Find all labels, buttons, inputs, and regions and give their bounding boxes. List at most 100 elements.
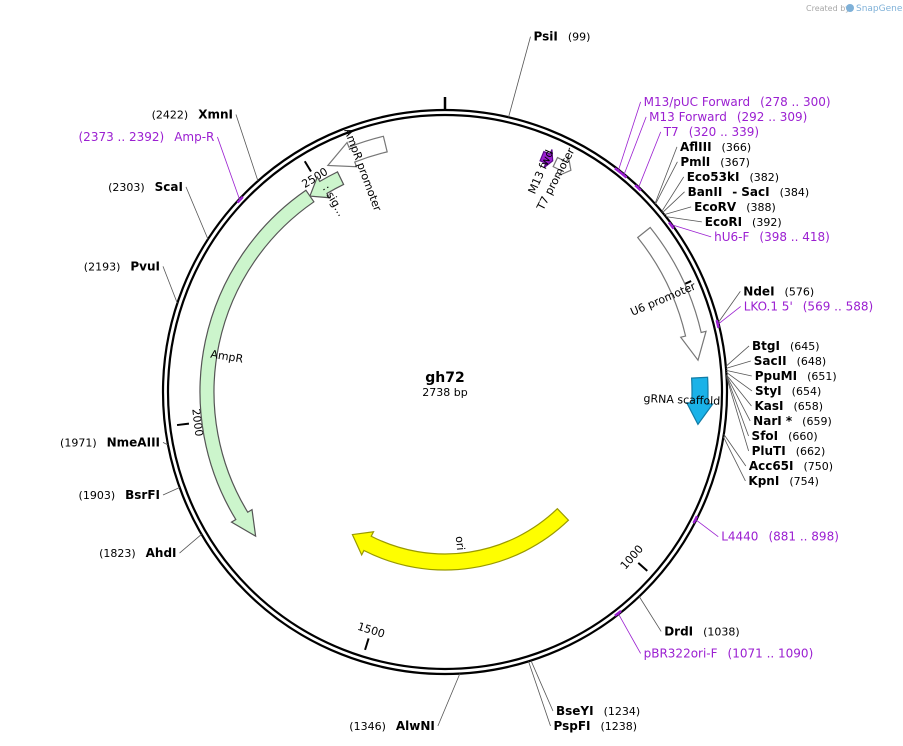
site-drdi-position: (1038) [703, 625, 740, 638]
site-xmni-name: XmnI [198, 108, 233, 122]
site-pluti-position: (662) [796, 445, 826, 458]
site-nmeaiii-leader [162, 442, 169, 446]
site-nari-position: (659) [802, 415, 832, 428]
site-eco53ki-position: (382) [749, 171, 779, 184]
feature-label-grna-scaffold: gRNA scaffold [643, 392, 720, 408]
site-sfoi-leader [726, 376, 749, 437]
site-afliii-position: (366) [722, 141, 752, 154]
site-eco53ki-name: Eco53kI [687, 170, 740, 184]
primer-l4440-leader [695, 519, 719, 537]
site-styi-name: StyI [755, 384, 782, 398]
site-ecori-name: EcoRI [705, 215, 742, 229]
primer-amp-r-marker [236, 196, 244, 204]
feature-m13-fwd [539, 149, 554, 169]
site-pspfi-leader [528, 661, 551, 727]
site-kpni-leader [723, 436, 746, 482]
tick-label-1000: 1000 [618, 542, 646, 572]
site-ecorv-leader [664, 206, 692, 215]
tick-label-1500: 1500 [356, 620, 387, 641]
feature-label-ori: ori [453, 536, 467, 551]
site-drdi-leader [638, 596, 662, 632]
site-xmni-position: (2422) [152, 109, 189, 122]
primer-m13-forward-name: M13 Forward [649, 110, 727, 124]
primer-pbr322ori-f-marker [614, 610, 622, 617]
backbone-inner-ring [166, 113, 724, 671]
primer-m13-puc-forward-range: (278 .. 300) [760, 95, 830, 109]
site-kpni-name: KpnI [748, 474, 779, 488]
tick-mark-2000 [176, 422, 190, 427]
feature-ampr-promoter [326, 135, 388, 168]
site-ppumi-name: PpuMI [755, 369, 797, 383]
site-afliii-leader [654, 146, 678, 204]
primer-lko-1-5-leader [718, 306, 741, 325]
site-sacii-position: (648) [797, 355, 827, 368]
site-kasi-leader [726, 374, 752, 407]
primer-lko-1-5-name: LKO.1 5' [744, 299, 793, 313]
primer-amp-r-name: Amp-R [174, 130, 214, 144]
site-ppumi-position: (651) [807, 370, 837, 383]
site-pvui-position: (2193) [84, 260, 121, 273]
site-nmeaiii-name: NmeAIII [107, 435, 160, 449]
site-acc65i-name: Acc65I [749, 459, 794, 473]
site-eco53ki-leader [661, 176, 685, 212]
site-ecorv-position: (388) [746, 201, 776, 214]
site-pmli-position: (367) [720, 156, 750, 169]
site-pluti-name: PluTI [752, 444, 786, 458]
site-drdi-name: DrdI [664, 624, 693, 638]
site-ahdi-name: AhdI [146, 546, 177, 560]
primer-m13-forward-leader [623, 116, 647, 175]
credit-brand: SnapGene [856, 4, 903, 14]
site-pvui-name: PvuI [130, 259, 160, 273]
credit-prefix: Created by [806, 4, 850, 13]
site-psii-name: PsiI [534, 30, 558, 44]
site-ndei-name: NdeI [743, 284, 774, 298]
site-pmli-name: PmlI [680, 155, 710, 169]
site-kasi-name: KasI [754, 399, 783, 413]
site-psii-position: (99) [568, 31, 591, 44]
restriction-sites: PsiI (99) AflIII (366) PmlI (367)Eco53kI (382)… [60, 30, 837, 733]
primer-l4440-marker [692, 515, 699, 524]
primer-pbr322ori-f-name: pBR322ori-F [644, 646, 718, 660]
tick-mark-2500 [303, 160, 312, 173]
primer-t7-marker [634, 184, 642, 192]
site-saci-position: (384) [780, 186, 810, 199]
primer-m13-forward-range: (292 .. 309) [737, 110, 807, 124]
site-bseyi-leader [530, 660, 554, 712]
feature-u6-promoter [636, 226, 707, 362]
site-acc65i-leader [723, 434, 747, 467]
site-banii-leader [662, 191, 685, 213]
site-ndei-position: (576) [785, 285, 815, 298]
site-sacii-leader [725, 360, 751, 369]
site-pluti-leader [726, 377, 750, 452]
feature-ampr [199, 189, 315, 538]
site-ecori-leader [665, 216, 702, 223]
feature-label-ampr: AmpR [210, 348, 245, 366]
snapgene-credit: Created by SnapGene [806, 4, 903, 14]
site-kasi-position: (658) [793, 400, 823, 413]
site-btgi-name: BtgI [752, 339, 780, 353]
site-pvui-leader [162, 266, 178, 304]
site-alwni-leader [437, 673, 461, 727]
primer-pbr322ori-f-leader [618, 614, 641, 654]
site-saci-name: SacI [741, 185, 769, 199]
primer-l4440-range: (881 .. 898) [768, 530, 838, 544]
site-pmli-leader [655, 161, 678, 205]
primer-m13-forward-marker [619, 171, 628, 179]
feature-sig [309, 171, 345, 199]
plasmid-name: gh72 [425, 370, 464, 386]
site-scai-leader [185, 186, 209, 240]
bp-ticks: 5001000150020002500 [176, 160, 692, 651]
backbone [161, 97, 729, 676]
site-ndei-leader [717, 291, 741, 323]
primer-amp-r-leader [217, 136, 240, 200]
primer-m13-puc-forward-marker [614, 167, 622, 174]
site-bsrfi-leader [162, 487, 180, 496]
primer-t7-name: T7 [663, 125, 679, 139]
site-psii-leader [508, 36, 531, 118]
primer-lko-1-5-marker [715, 319, 720, 329]
site-afliii-name: AflIII [680, 140, 712, 154]
site-kpni-position: (754) [789, 475, 819, 488]
feature-grna-scaffold [685, 376, 714, 426]
primers: M13/pUC Forward(278 .. 300)M13 Forward(2… [79, 95, 874, 661]
